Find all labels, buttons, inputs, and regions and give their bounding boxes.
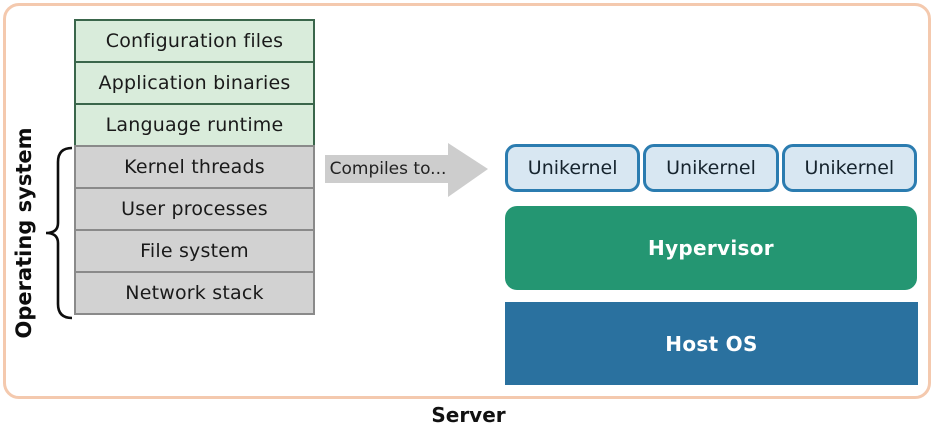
unikernel-box: Unikernel xyxy=(643,144,779,192)
curly-brace xyxy=(45,146,73,320)
hypervisor-label: Hypervisor xyxy=(648,236,774,260)
layer-label: Kernel threads xyxy=(124,156,265,178)
unikernel-label: Unikernel xyxy=(666,157,756,179)
compiles-to-label: Compiles to... xyxy=(329,159,447,179)
layer-label: File system xyxy=(140,240,249,262)
layer-label: Application binaries xyxy=(98,72,291,94)
hypervisor-box: Hypervisor xyxy=(505,206,917,290)
host-os-box: Host OS xyxy=(505,302,918,385)
layer-file-system: File system xyxy=(74,229,315,273)
layer-network-stack: Network stack xyxy=(74,271,315,315)
unikernel-box: Unikernel xyxy=(781,144,917,192)
unikernel-row: Unikernel Unikernel Unikernel xyxy=(505,144,917,192)
layer-user-processes: User processes xyxy=(74,187,315,231)
server-caption: Server xyxy=(431,403,506,427)
compiles-to-arrow-icon xyxy=(325,143,488,197)
host-os-label: Host OS xyxy=(665,331,758,356)
layer-application-binaries: Application binaries xyxy=(74,61,315,105)
unikernel-box: Unikernel xyxy=(505,144,641,192)
os-layer-stack: Configuration files Application binaries… xyxy=(74,19,315,315)
layer-kernel-threads: Kernel threads xyxy=(74,145,315,189)
layer-label: Configuration files xyxy=(105,30,284,52)
layer-label: Language runtime xyxy=(105,114,284,136)
layer-language-runtime: Language runtime xyxy=(74,103,315,147)
layer-label: User processes xyxy=(121,198,268,220)
operating-system-group-label: Operating system xyxy=(12,127,36,339)
unikernel-label: Unikernel xyxy=(527,157,618,179)
layer-label: Network stack xyxy=(125,282,264,304)
layer-configuration-files: Configuration files xyxy=(74,19,315,63)
unikernel-label: Unikernel xyxy=(804,157,895,179)
